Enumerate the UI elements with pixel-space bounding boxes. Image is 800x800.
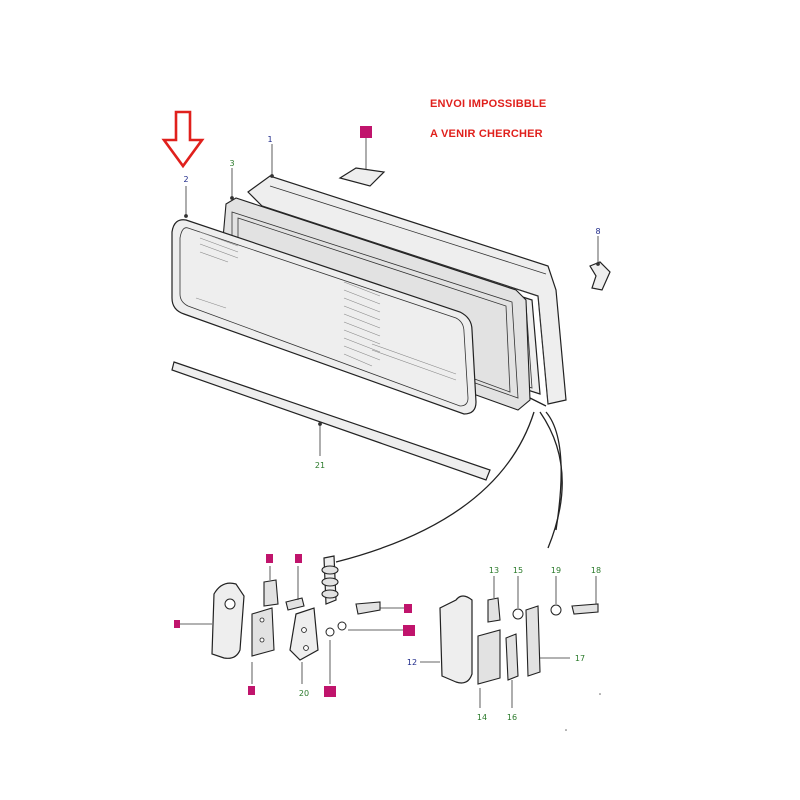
callout-2: 2	[183, 175, 188, 184]
note-line-1: ENVOI IMPOSSIBBLE	[430, 98, 547, 110]
callout-18: 18	[591, 566, 601, 575]
highlighted-callouts	[174, 126, 415, 697]
callout-15: 15	[513, 566, 523, 575]
callout-14: 14	[477, 713, 487, 722]
seal-strip-part-21	[171, 361, 491, 481]
detail-connector-curves	[335, 397, 563, 563]
callout-17: 17	[575, 654, 585, 663]
stray-dot	[599, 693, 601, 695]
note-line-2: A VENIR CHERCHER	[430, 128, 543, 140]
callout-20: 20	[299, 689, 309, 698]
callout-19: 19	[551, 566, 561, 575]
lower-leader-lines	[180, 566, 597, 708]
callout-13: 13	[489, 566, 499, 575]
callout-3: 3	[229, 159, 234, 168]
clip-part-8	[589, 261, 611, 291]
callout-21: 21	[315, 461, 325, 470]
upper-leader-lines	[184, 138, 600, 456]
window-glass-part-2	[171, 219, 477, 415]
callout-12: 12	[407, 658, 417, 667]
plate-part-22	[338, 167, 386, 187]
stray-dot	[565, 729, 567, 731]
right-hinge-group	[439, 595, 599, 685]
callout-1: 1	[267, 135, 272, 144]
red-down-arrow-icon	[161, 110, 205, 169]
callout-8: 8	[595, 227, 600, 236]
callout-16: 16	[507, 713, 517, 722]
left-hinge-group	[211, 555, 381, 661]
